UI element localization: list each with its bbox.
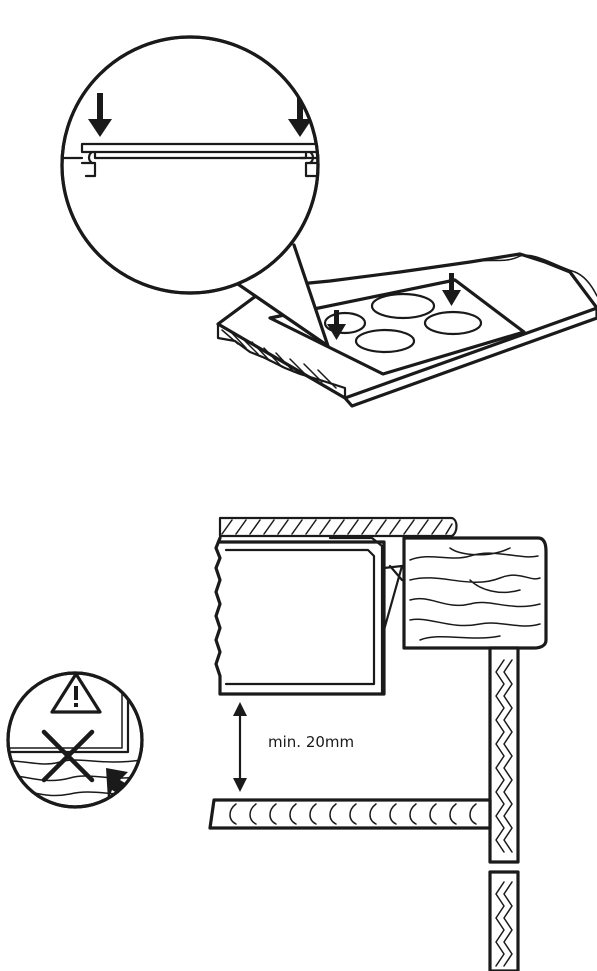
arrow-down-icon — [327, 310, 346, 340]
arrow-down-icon — [288, 93, 312, 137]
worktop-front-face — [343, 306, 597, 408]
cabinet-section: min. 20mm — [208, 516, 548, 971]
cooking-zone-right — [423, 310, 483, 336]
side-panel-lower — [488, 870, 520, 971]
hob-glass — [268, 278, 526, 376]
magnifier-warning — [6, 671, 144, 809]
arrow-down-icon — [442, 273, 461, 306]
cross-icon — [41, 729, 95, 783]
clearance-label: min. 20mm — [268, 733, 354, 751]
clearance-dimension — [233, 702, 247, 792]
warning-triangle-icon — [50, 673, 102, 714]
arrow-down-icon — [88, 93, 112, 137]
cooking-zone-back — [370, 292, 436, 320]
magnifier-hob-section — [60, 35, 320, 295]
cooking-zone-front — [354, 328, 416, 354]
front-rail — [402, 536, 548, 650]
mounting-clip — [382, 564, 404, 632]
hob-unit — [214, 536, 386, 696]
worktop-illustration — [216, 252, 597, 408]
